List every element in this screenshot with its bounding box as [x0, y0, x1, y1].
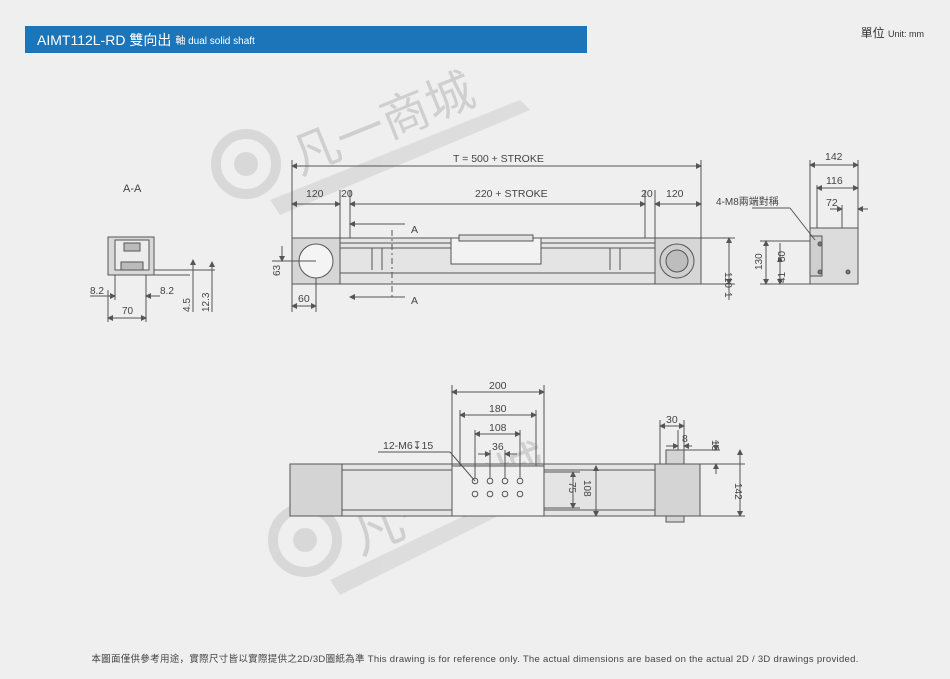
dim-60: 60 — [298, 293, 310, 305]
dim-20-right: 20 — [641, 188, 653, 200]
dim-142-top: 142 — [825, 151, 843, 163]
dim-200: 200 — [489, 380, 507, 392]
dim-8: 8 — [682, 433, 688, 445]
dim-30: 30 — [666, 414, 678, 426]
front-view — [289, 385, 745, 523]
unit-label: 單位 Unit: mm — [861, 24, 924, 41]
dim-116: 116 — [826, 175, 843, 187]
dim-13: 13 — [709, 440, 720, 452]
dim-41: 41 — [777, 271, 788, 283]
dim-75: 75 — [566, 482, 577, 494]
dim-1: 1 — [722, 292, 733, 298]
dim-50: 50 — [777, 250, 788, 262]
dim-70: 70 — [122, 306, 134, 317]
section-view-label: A-A — [123, 183, 142, 195]
section-mark-a-bottom: A — [411, 295, 418, 307]
dim-180: 180 — [489, 403, 507, 415]
dim-8-2-left: 8.2 — [90, 286, 104, 297]
dim-total: T = 500 + STROKE — [453, 153, 544, 165]
dim-142-side: 142 — [732, 483, 743, 500]
dim-20-left: 20 — [341, 188, 353, 200]
footer-disclaimer: 本圖面僅供參考用途，實際尺寸皆以實際提供之2D/3D圖紙為準 This draw… — [91, 654, 859, 665]
dim-12-3: 12.3 — [201, 292, 212, 312]
dim-stroke: 220 + STROKE — [475, 188, 548, 200]
end-view — [752, 160, 868, 285]
dim-36: 36 — [492, 441, 504, 453]
unit-label-zh: 單位 — [860, 26, 885, 40]
callout-12-m6: 12-M6↧15 — [383, 440, 433, 452]
title-sub: 軸 dual solid shaft — [175, 36, 255, 47]
top-view — [272, 160, 735, 312]
dim-110: 110 — [722, 272, 733, 288]
section-mark-a-top: A — [411, 224, 418, 236]
callout-4-m8: 4-M8兩端對稱 — [716, 195, 779, 208]
section-view — [90, 236, 215, 322]
unit-value: Unit: mm — [888, 29, 924, 39]
dim-72: 72 — [826, 197, 838, 209]
dim-108-side: 108 — [581, 480, 592, 497]
dim-120-left: 120 — [306, 188, 324, 200]
dim-63: 63 — [272, 264, 283, 276]
dim-120-right: 120 — [666, 188, 684, 200]
dim-8-2-right: 8.2 — [160, 286, 174, 297]
dim-130: 130 — [754, 253, 765, 270]
dim-4-5: 4.5 — [182, 298, 193, 312]
dim-108-top: 108 — [489, 422, 507, 434]
title-main: AIMT112L-RD 雙向出 — [37, 31, 172, 48]
title-bar: AIMT112L-RD 雙向出 軸 dual solid shaft — [25, 26, 587, 53]
